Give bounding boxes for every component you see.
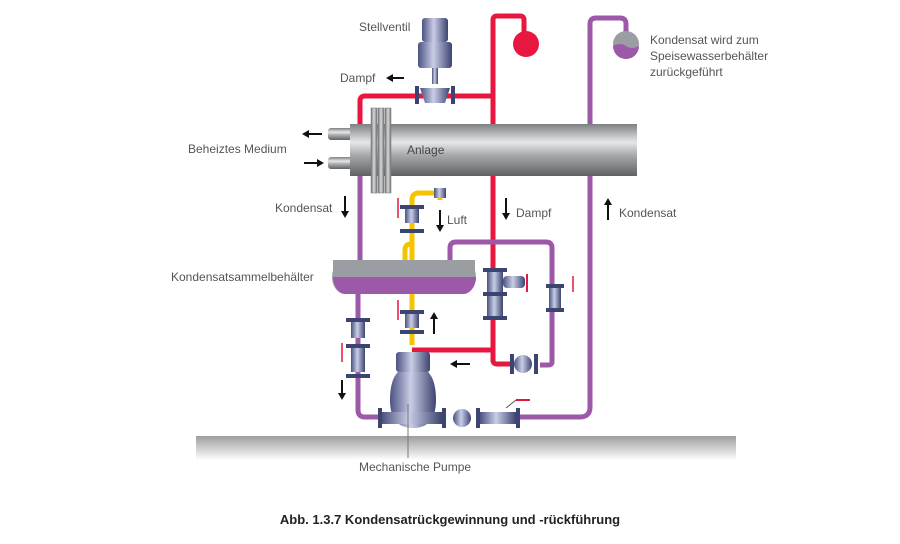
air-label: Luft [447,213,468,227]
arrow-right-heated-in-icon [304,159,324,167]
note-line-2: Speisewasserbehälter [650,49,769,63]
figure-caption: Abb. 1.3.7 Kondensatrückgewinnung und -r… [279,512,621,527]
plant-vessel [350,124,637,176]
floor [196,436,736,460]
condensate-pipes [355,15,629,420]
control-valve-icon [415,18,455,104]
condensate-loop-pipe [447,239,555,368]
plant-flange-1 [370,107,378,194]
steam-trap-bulb [513,31,539,57]
pump-vent-valve-icon [397,300,424,334]
feedwater-return-note: Kondensat wird zum Speisewasserbehälter … [650,32,768,80]
note-line-3: zurückgeführt [650,65,723,79]
heated-medium-inlet-pipe [328,157,354,169]
heated-medium-outlet-pipe [328,128,354,140]
arrow-down-pump-inlet-icon [338,380,346,400]
arrow-up-pump-vent-icon [430,312,438,334]
air-vent-valve-icon [434,188,446,198]
flow-arrows [302,74,612,400]
steam-pipes [357,13,527,367]
note-line-1: Kondensat wird zum [650,33,759,47]
plant-label: Anlage [407,143,445,157]
condensate-to-pump-pipe [355,292,380,420]
mechanical-pump-icon [378,352,530,428]
heated-medium-label: Beheiztes Medium [188,142,287,156]
loop-isolation-valve-icon [546,276,574,312]
pump-label: Mechanische Pumpe [359,460,472,474]
steam-to-plant-pipe [357,93,493,128]
pressure-reducing-valve-icon [483,268,528,320]
arrow-down-condensate-icon [341,196,349,218]
steam-top-label: Dampf [340,71,376,85]
arrow-up-condensate-icon [604,198,612,220]
control-valve-label: Stellventil [359,20,411,34]
condensate-left-label: Kondensat [275,201,333,215]
receiver-condensate-level [332,277,476,294]
air-isolation-valve-icon [397,198,424,233]
feedwater-tank-level [613,44,639,59]
arrow-down-steam-icon [502,198,510,220]
steam-bypass-pipe [490,330,512,367]
plant-flange-2 [377,107,385,194]
steam-mid-label: Dampf [516,206,552,220]
pump-inlet-valves-icon [341,318,370,378]
arrow-left-steam-top-icon [386,74,404,82]
receiver-label: Kondensatsammelbehälter [171,270,314,284]
arrow-down-air-icon [436,210,444,232]
condensate-right-label: Kondensat [619,206,677,220]
air-vent-pipe [402,241,412,262]
arrow-left-pump-steam-icon [450,360,470,368]
plant-flange-3 [384,107,392,194]
steam-main-pipe [490,13,527,362]
arrow-left-heated-out-icon [302,130,322,138]
steam-trap-loop-icon [510,354,538,374]
condensate-return-pipe [520,15,629,420]
